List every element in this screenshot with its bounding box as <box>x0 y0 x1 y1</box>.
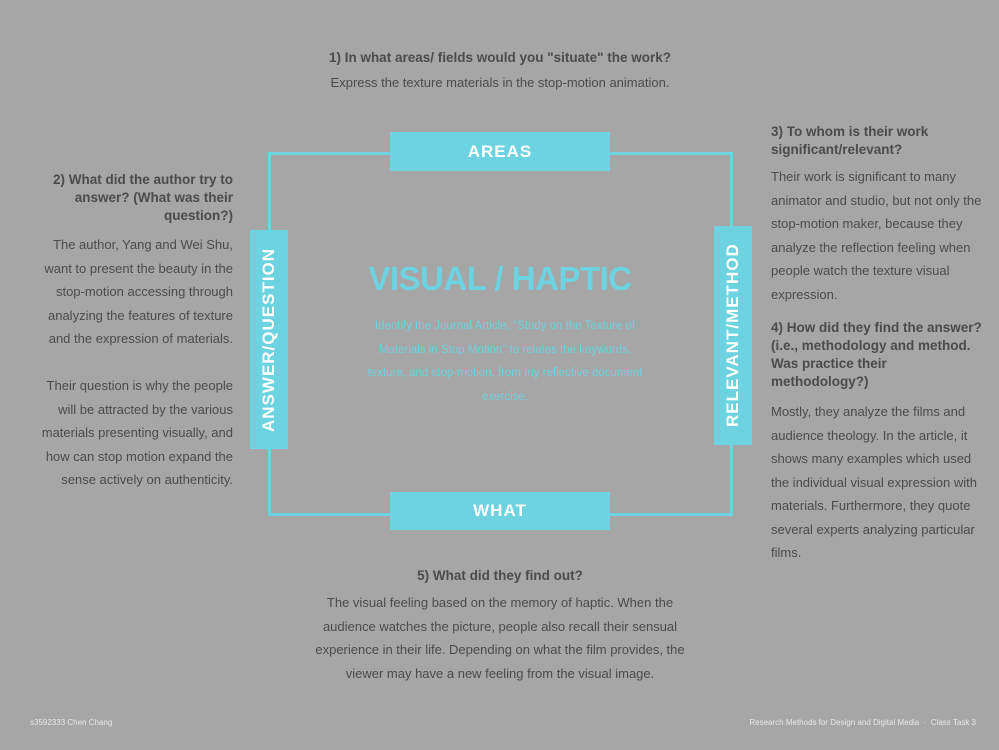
q3-question: 3) To whom is their work significant/rel… <box>771 124 929 157</box>
footer-course: Research Methods for Design and Digital … <box>749 718 976 727</box>
q2-answer-1: The author, Yang and Wei Shu, want to pr… <box>44 237 233 346</box>
q1-question: 1) In what areas/ fields would you "situ… <box>328 50 672 65</box>
q5-answer: The visual feeling based on the memory o… <box>315 595 685 681</box>
diagram-description: Identify the Journal Article, "Study on … <box>367 320 643 403</box>
q2-question: 2) What did the author try to answer? (W… <box>53 172 233 223</box>
q4-answer: Mostly, they analyze the films and audie… <box>771 404 977 560</box>
label-answer-question: ANSWER/QUESTION <box>250 230 288 449</box>
q4-question: 4) How did they find the answer? (i.e., … <box>771 320 982 389</box>
label-relevant-method: RELEVANT/METHOD <box>714 226 752 445</box>
q3-answer: Their work is significant to many animat… <box>771 169 982 302</box>
diagram-title: VISUAL / HAPTIC <box>368 260 632 297</box>
q1-answer: Express the texture materials in the sto… <box>330 75 670 90</box>
label-what: WHAT <box>390 492 610 530</box>
footer-author: s3592333 Chen Chang <box>30 718 113 727</box>
q5-question: 5) What did they find out? <box>417 568 583 583</box>
label-areas: AREAS <box>390 132 610 171</box>
q2-answer-2: Their question is why the people will be… <box>41 378 233 487</box>
